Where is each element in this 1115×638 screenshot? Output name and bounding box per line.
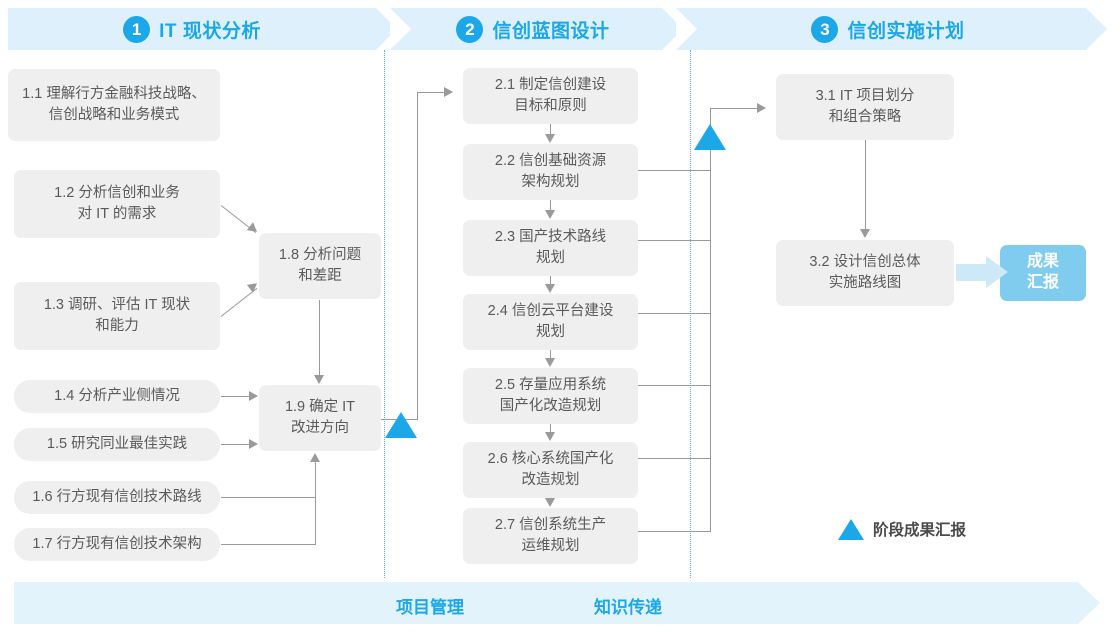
phase-band-2: 2 信创蓝图设计 bbox=[390, 8, 683, 50]
connector-2-2-to-2-3 bbox=[550, 200, 552, 212]
bottom-band-arrow-tip bbox=[1078, 582, 1100, 624]
legend: 阶段成果汇报 bbox=[838, 518, 966, 540]
connector-2-4-to-bus bbox=[638, 313, 711, 315]
phase-band-2-notch bbox=[390, 8, 411, 50]
task-box-1-1[interactable]: 1.1 理解行方金融科技战略、 信创战略和业务模式 bbox=[8, 69, 220, 141]
connector-2-1-to-2-2 bbox=[550, 124, 552, 136]
connector-2-5-to-bus bbox=[638, 385, 711, 387]
bottom-band bbox=[14, 582, 1100, 624]
phase-1-title: IT 现状分析 bbox=[159, 20, 261, 42]
result-flow-arrow-shaft bbox=[956, 264, 988, 281]
task-box-2-7[interactable]: 2.7 信创系统生产 运维规划 bbox=[463, 508, 638, 564]
task-box-2-2[interactable]: 2.2 信创基础资源 架构规划 bbox=[463, 144, 638, 200]
connector-2-6-to-bus bbox=[638, 458, 711, 460]
connector-2-7-to-bus bbox=[638, 531, 711, 533]
phase-3-number: 3 bbox=[811, 15, 839, 43]
connector-2-4-to-2-5 bbox=[550, 350, 552, 360]
connector-1-9-to-2-1-horizontal bbox=[417, 92, 445, 94]
phase-band-1: 1 IT 现状分析 bbox=[8, 8, 397, 50]
phase-2-number: 2 bbox=[456, 15, 484, 43]
task-box-3-1[interactable]: 3.1 IT 项目划分 和组合策略 bbox=[776, 74, 954, 140]
task-box-1-9[interactable]: 1.9 确定 IT 改进方向 bbox=[259, 385, 381, 451]
task-box-1-4[interactable]: 1.4 分析产业侧情况 bbox=[14, 380, 220, 413]
result-report-box[interactable]: 成果 汇报 bbox=[1000, 245, 1086, 301]
connector-2-3-to-bus bbox=[638, 240, 711, 242]
connector-2-3-to-2-4-arrowhead bbox=[545, 284, 555, 293]
connector-1-2-to-1-8-arrowhead bbox=[246, 222, 261, 236]
connector-1-7-to-bus bbox=[221, 544, 316, 546]
task-box-1-6[interactable]: 1.6 行方现有信创技术路线 bbox=[14, 481, 220, 514]
task-box-2-6[interactable]: 2.6 核心系统国产化 改造规划 bbox=[463, 442, 638, 498]
connector-bus-1-6-1-7-vertical bbox=[315, 462, 317, 545]
connector-1-6-to-bus bbox=[221, 497, 316, 499]
connector-3-1-to-3-2-arrowhead bbox=[860, 229, 870, 238]
connector-1-4-to-1-9 bbox=[221, 396, 250, 398]
connector-2-3-to-2-4 bbox=[550, 276, 552, 286]
connector-3-1-to-3-2 bbox=[865, 140, 867, 230]
task-box-1-2[interactable]: 1.2 分析信创和业务 对 IT 的需求 bbox=[14, 170, 220, 238]
phase-band-3: 3 信创实施计划 bbox=[676, 8, 1107, 50]
connector-1-8-to-1-9-arrowhead bbox=[314, 375, 324, 384]
connector-2-4-to-2-5-arrowhead bbox=[545, 358, 555, 367]
milestone-triangle-icon bbox=[838, 518, 864, 540]
connector-2-5-to-2-6 bbox=[550, 424, 552, 434]
task-box-1-8[interactable]: 1.8 分析问题 和差距 bbox=[259, 233, 381, 299]
task-box-1-3[interactable]: 1.3 调研、评估 IT 现状 和能力 bbox=[14, 282, 220, 350]
task-box-1-7[interactable]: 1.7 行方现有信创技术架构 bbox=[14, 528, 220, 561]
bottom-label-knowledge-transfer: 知识传递 bbox=[594, 598, 662, 617]
result-flow-arrow-head bbox=[986, 256, 1008, 288]
connector-bus-to-3-1-horizontal bbox=[710, 108, 758, 110]
connector-2-1-to-2-2-arrowhead bbox=[545, 134, 555, 143]
connector-to-2-1-arrowhead bbox=[444, 87, 453, 97]
connector-1-4-to-1-9-arrowhead bbox=[249, 391, 258, 401]
phase-band-3-notch bbox=[676, 8, 697, 50]
task-box-2-1[interactable]: 2.1 制定信创建设 目标和原则 bbox=[463, 68, 638, 124]
task-box-1-5[interactable]: 1.5 研究同业最佳实践 bbox=[14, 428, 220, 461]
task-box-2-4[interactable]: 2.4 信创云平台建设 规划 bbox=[463, 294, 638, 350]
connector-1-5-to-1-9-arrowhead bbox=[249, 439, 258, 449]
connector-2-2-to-bus bbox=[638, 170, 711, 172]
result-flow-arrow bbox=[956, 256, 1010, 289]
connector-bus-to-1-9-arrowhead bbox=[310, 453, 320, 462]
connector-1-5-to-1-9 bbox=[221, 444, 250, 446]
phase-band-3-arrow-tip bbox=[1086, 8, 1107, 50]
phase-3-title: 信创实施计划 bbox=[847, 20, 965, 42]
phase-divider-1 bbox=[384, 50, 385, 578]
connector-1-8-to-1-9 bbox=[319, 300, 321, 376]
connector-phase2-bus-vertical bbox=[710, 143, 712, 532]
task-box-3-2[interactable]: 3.2 设计信创总体 实施路线图 bbox=[776, 240, 954, 306]
milestone-triangle-phase-2 bbox=[694, 124, 726, 150]
milestone-triangle-phase-1 bbox=[385, 412, 417, 438]
connector-2-5-to-2-6-arrowhead bbox=[545, 432, 555, 441]
connector-2-2-to-2-3-arrowhead bbox=[545, 210, 555, 219]
legend-label: 阶段成果汇报 bbox=[873, 522, 967, 539]
task-box-2-5[interactable]: 2.5 存量应用系统 国产化改造规划 bbox=[463, 368, 638, 424]
phase-2-title: 信创蓝图设计 bbox=[492, 20, 610, 42]
task-box-2-3[interactable]: 2.3 国产技术路线 规划 bbox=[463, 220, 638, 276]
bottom-label-project-management: 项目管理 bbox=[396, 598, 464, 617]
connector-1-9-to-phase2-vertical bbox=[417, 92, 419, 420]
phase-1-number: 1 bbox=[123, 15, 151, 43]
connector-2-6-to-2-7-arrowhead bbox=[545, 498, 555, 507]
connector-bus-to-3-1-arrowhead bbox=[757, 103, 766, 113]
